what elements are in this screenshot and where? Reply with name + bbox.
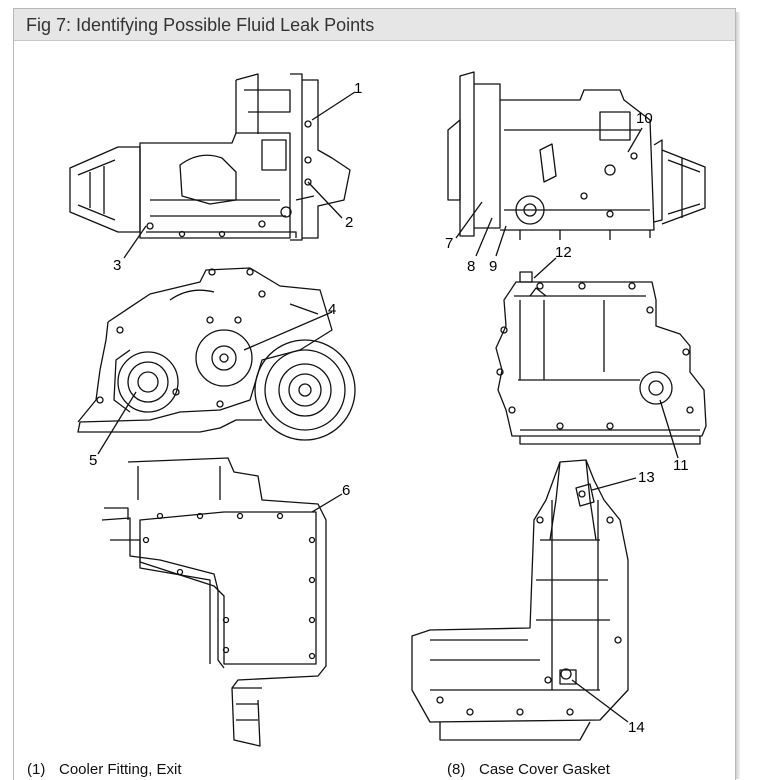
callout-10: 10 — [636, 110, 653, 127]
frame-shadow — [736, 12, 740, 779]
title-bar: Fig 7: Identifying Possible Fluid Leak P… — [14, 9, 735, 41]
callout-2: 2 — [345, 214, 354, 231]
callout-1: 1 — [354, 80, 363, 97]
callout-12: 12 — [555, 244, 572, 261]
legend-number: (1) — [27, 761, 46, 778]
callout-7: 7 — [445, 235, 454, 252]
legend-text: Case Cover Gasket — [479, 761, 610, 778]
callout-3: 3 — [113, 257, 122, 274]
figure-title: Fig 7: Identifying Possible Fluid Leak P… — [26, 15, 375, 35]
legend-item-1: (1) Cooler Fitting, Exit — [27, 762, 182, 778]
view-valve-body — [411, 459, 637, 741]
callout-9: 9 — [489, 258, 498, 275]
view-oil-pan-gasket — [101, 457, 343, 747]
legend-number: (8) — [447, 761, 466, 778]
callout-6: 6 — [342, 482, 351, 499]
callout-14: 14 — [628, 719, 645, 736]
figure-frame — [13, 8, 736, 780]
view-transaxle-left — [69, 73, 356, 259]
view-case-face — [495, 257, 707, 459]
legend-text: Cooler Fitting, Exit — [59, 761, 182, 778]
callout-13: 13 — [638, 469, 655, 486]
callout-11: 11 — [673, 457, 689, 474]
callout-8: 8 — [467, 258, 476, 275]
callout-5: 5 — [89, 452, 98, 469]
callout-4: 4 — [328, 301, 337, 318]
view-converter-end — [77, 267, 356, 455]
legend-item-8: (8) Case Cover Gasket — [447, 762, 610, 778]
view-transaxle-right — [447, 71, 706, 257]
